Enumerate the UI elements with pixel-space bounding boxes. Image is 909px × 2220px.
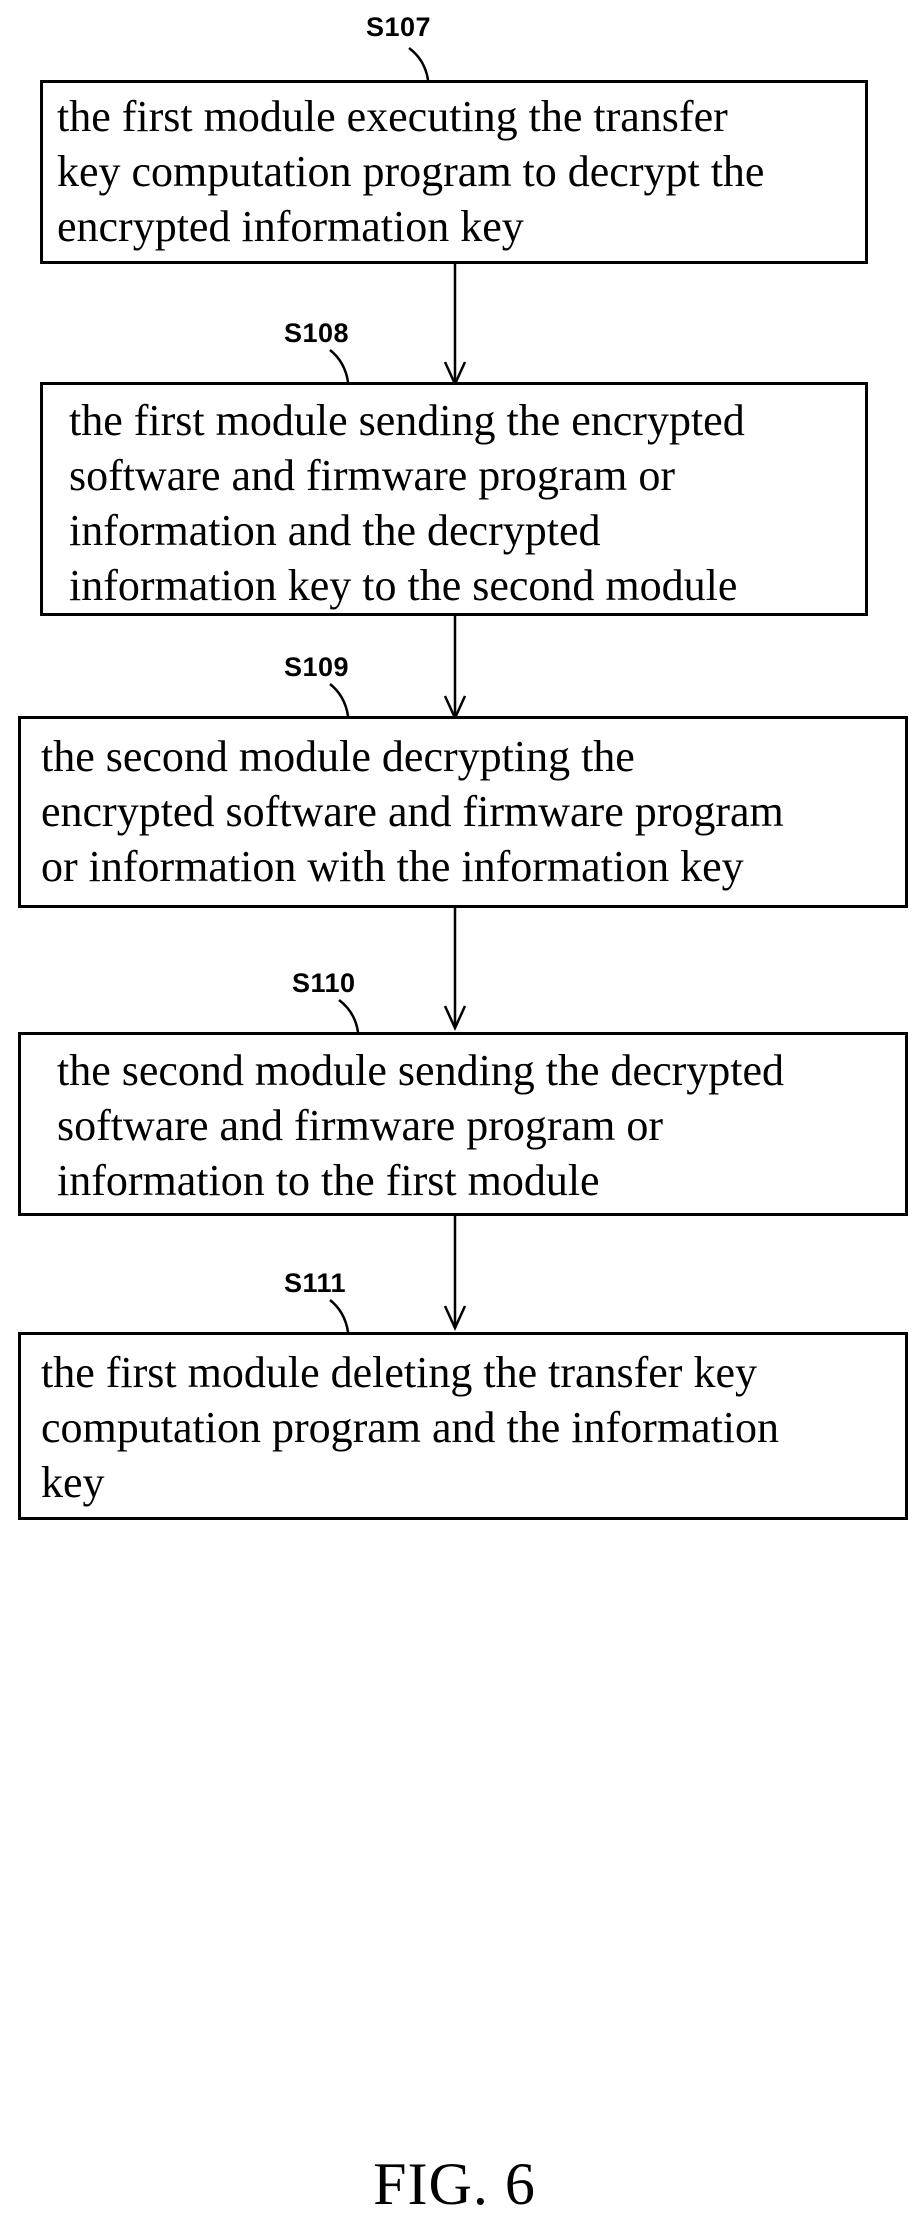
step-text-s110: the second module sending the decrypted … <box>21 1043 905 1208</box>
figure-caption: FIG. 6 <box>0 2152 909 2216</box>
leader-line-s111 <box>330 1300 348 1332</box>
step-label-s110: S110 <box>292 968 356 998</box>
step-text-s107: the first module executing the transfer … <box>43 89 865 254</box>
leader-line-s107 <box>409 48 428 80</box>
step-text-s108: the first module sending the encrypted s… <box>43 393 865 613</box>
step-label-s108: S108 <box>284 318 349 348</box>
step-text-s109: the second module decrypting the encrypt… <box>21 729 905 894</box>
leader-line-s110 <box>339 1000 358 1032</box>
step-box-s107: the first module executing the transfer … <box>40 80 868 264</box>
step-box-s110: the second module sending the decrypted … <box>18 1032 908 1216</box>
step-label-s107: S107 <box>366 12 431 42</box>
step-label-s109: S109 <box>284 652 349 682</box>
step-box-s111: the first module deleting the transfer k… <box>18 1332 908 1520</box>
leader-line-s108 <box>330 350 348 382</box>
step-box-s109: the second module decrypting the encrypt… <box>18 716 908 908</box>
leader-line-s109 <box>330 684 348 716</box>
flow-arrow-s110-s111 <box>445 1214 465 1328</box>
step-label-s111: S111 <box>284 1268 346 1298</box>
step-text-s111: the first module deleting the transfer k… <box>21 1345 905 1510</box>
flow-arrow-s109-s110 <box>445 906 465 1028</box>
flow-arrow-s107-s108 <box>445 262 465 384</box>
flow-arrow-s108-s109 <box>445 615 465 718</box>
step-box-s108: the first module sending the encrypted s… <box>40 382 868 616</box>
